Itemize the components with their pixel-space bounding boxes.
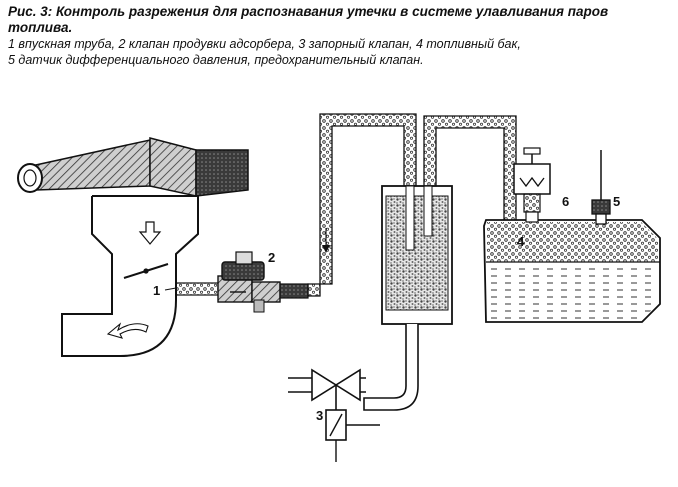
fuel-tank	[483, 219, 661, 323]
legend-line-1: 1 впускная труба, 2 клапан продувки адсо…	[8, 37, 521, 51]
purge-line-intake	[175, 282, 219, 296]
carbon-canister	[381, 185, 453, 325]
figure-caption: Рис. 3: Контроль разрежения для распозна…	[8, 4, 670, 68]
intake-pipe	[17, 137, 249, 357]
canister-purge-valve	[217, 251, 309, 313]
airflow-down-arrow-icon	[138, 221, 162, 245]
intake-nozzle	[17, 137, 249, 197]
pressure-sensor	[591, 150, 611, 225]
relief-valve	[513, 147, 551, 223]
legend-line-2: 5 датчик дифференциального давления, пре…	[8, 53, 424, 67]
airflow-left-arrow-icon	[106, 322, 149, 339]
figure-title: Рис. 3: Контроль разрежения для распозна…	[8, 4, 609, 35]
canister-vent-pipe	[363, 324, 419, 411]
callout-2: 2	[268, 250, 275, 265]
callout-1: 1	[153, 283, 160, 298]
callout-4: 4	[517, 234, 525, 249]
callout-6: 6	[562, 194, 569, 209]
callout-5: 5	[613, 194, 620, 209]
shutoff-valve	[288, 368, 380, 462]
callout-3: 3	[316, 408, 323, 423]
